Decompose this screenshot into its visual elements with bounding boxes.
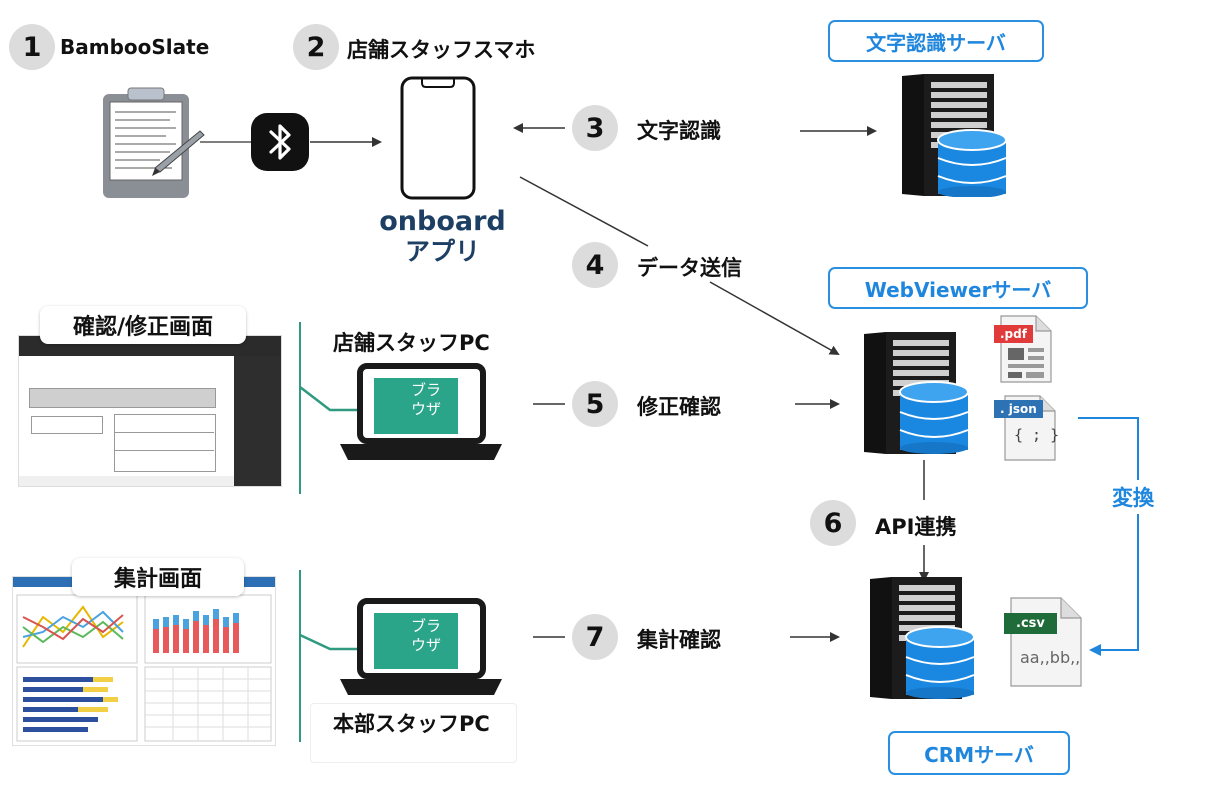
- store-pc-label: 店舗スタッフPC: [333, 331, 490, 355]
- step-3-badge: 3: [572, 105, 618, 151]
- store-browser-text: ブラ ウザ: [410, 381, 441, 418]
- csv-tag: .csv: [1004, 613, 1057, 634]
- step-4-label: データ送信: [637, 256, 742, 280]
- store-pc-divider: [299, 322, 301, 494]
- step-6-badge: 6: [810, 500, 856, 546]
- hq-pc-label-box: [310, 703, 517, 763]
- webviewer-server-icon: [864, 332, 969, 454]
- hq-pc-divider: [299, 570, 301, 742]
- arrow-data-send-2: [709, 281, 840, 355]
- step-7-label: 集計確認: [637, 628, 721, 652]
- step-2-badge: 2: [293, 24, 339, 70]
- ocr-server-icon: [902, 74, 1007, 197]
- json-body: { ; }: [1014, 426, 1060, 444]
- clipboard-connector: [200, 141, 260, 143]
- csv-body: aa,,bb,,: [1020, 648, 1081, 667]
- webviewer-server-title: WebViewerサーバ: [828, 267, 1088, 309]
- smartphone-icon: [400, 76, 476, 200]
- json-tag: . json: [994, 400, 1043, 418]
- crm-server-icon: [870, 577, 975, 699]
- app-text: アプリ: [404, 237, 480, 266]
- arrow-convert: [1078, 417, 1139, 656]
- step-3-label: 文字認識: [637, 119, 721, 143]
- step-1-badge: 1: [9, 24, 55, 70]
- step-6-label: API連携: [875, 515, 957, 539]
- crm-server-title: CRMサーバ: [888, 731, 1070, 775]
- ocr-server-title: 文字認識サーバ: [828, 20, 1044, 62]
- step-1-label: BambooSlate: [60, 35, 210, 59]
- confirm-screen-thumbnail: [18, 335, 282, 487]
- store-laptop-icon: [300, 363, 502, 460]
- pdf-tag: .pdf: [994, 325, 1033, 343]
- step-4-badge: 4: [572, 242, 618, 288]
- csv-file-icon: [1010, 597, 1082, 687]
- step-5-badge: 5: [572, 381, 618, 427]
- step-5-label: 修正確認: [637, 395, 721, 419]
- hq-browser-text: ブラ ウザ: [410, 617, 441, 654]
- clipboard-icon: [103, 87, 205, 198]
- onboard-text: onboard: [379, 206, 506, 237]
- summary-screen-title: 集計画面: [72, 558, 244, 596]
- bluetooth-icon: [251, 113, 309, 171]
- step-7-badge: 7: [572, 614, 618, 660]
- onboard-app-label: onboard アプリ: [375, 207, 510, 267]
- confirm-screen-title: 確認/修正画面: [40, 306, 246, 344]
- hq-pc-label: 本部スタッフPC: [333, 712, 490, 736]
- convert-label: 変換: [1112, 480, 1154, 514]
- arrow-data-send: [519, 176, 649, 247]
- step-2-label: 店舗スタッフスマホ: [347, 38, 536, 62]
- hq-laptop-icon: [300, 598, 502, 695]
- summary-screen-thumbnail: [12, 576, 276, 746]
